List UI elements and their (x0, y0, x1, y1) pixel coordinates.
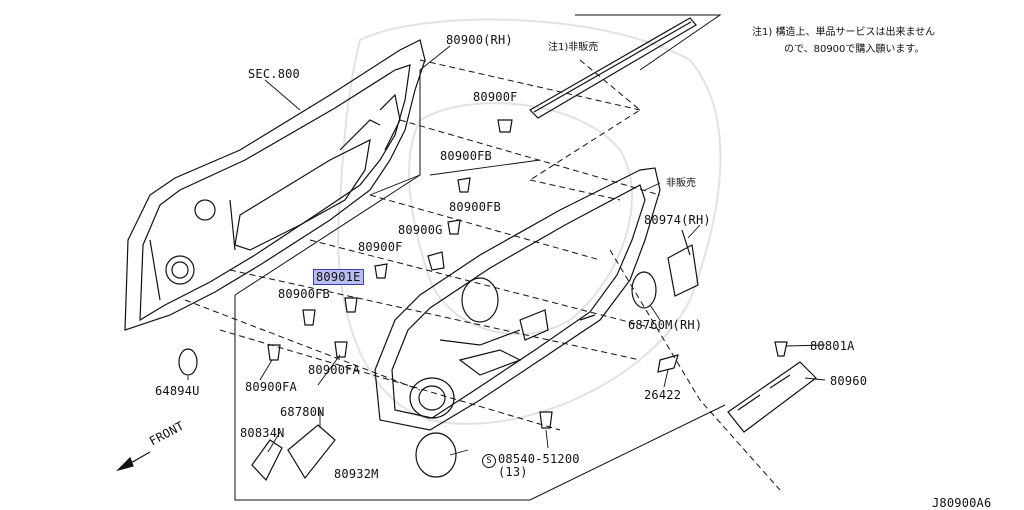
label-80932m: 80932M (334, 467, 379, 481)
label-26422: 26422 (644, 388, 682, 402)
label-08540-qty: (13) (498, 465, 528, 479)
label-80900rh: 80900(RH) (446, 33, 513, 47)
s-symbol: S (482, 454, 496, 468)
frame-lines (234, 14, 726, 501)
diagram-id: J80900A6 (932, 496, 992, 510)
door-shell (124, 39, 426, 331)
belt-molding (529, 17, 697, 119)
label-80801a: 80801A (810, 339, 855, 353)
label-hihanbai: 非販売 (666, 178, 696, 189)
finisher-parts (178, 229, 817, 482)
note-line-2: ので、80900で購入願います。 (784, 44, 925, 55)
label-80900fb-3: 80900FB (278, 287, 330, 301)
label-80900fa-2: 80900FA (308, 363, 360, 377)
clips (267, 119, 788, 429)
dashed-leaders (184, 59, 781, 491)
label-80834n: 80834N (240, 426, 285, 440)
label-80900fb-1: 80900FB (440, 149, 492, 163)
label-80900fb-2: 80900FB (449, 200, 501, 214)
label-64894u: 64894U (155, 384, 200, 398)
door-trim-panel (374, 167, 661, 431)
label-68780n: 68780N (280, 405, 325, 419)
label-68760mrh: 68760M(RH) (628, 318, 703, 332)
label-sec800: SEC.800 (248, 67, 300, 81)
label-80900fa-1: 80900FA (245, 380, 297, 394)
label-08540-part: 08540-51200 (498, 452, 580, 466)
label-80901e-highlighted[interactable]: 80901E (313, 269, 364, 285)
front-arrow-icon (115, 451, 151, 472)
label-80900g: 80900G (398, 223, 443, 237)
label-note1-hihanbai: 注1)非販売 (548, 42, 599, 53)
label-80900f-mid: 80900F (358, 240, 403, 254)
label-80900f-top: 80900F (473, 90, 518, 104)
label-80974rh: 80974(RH) (644, 213, 711, 227)
label-80960: 80960 (830, 374, 868, 388)
note-line-1: 注1) 構造上、単品サービスは出来ません (752, 27, 936, 38)
watermark-emblem (337, 18, 722, 425)
